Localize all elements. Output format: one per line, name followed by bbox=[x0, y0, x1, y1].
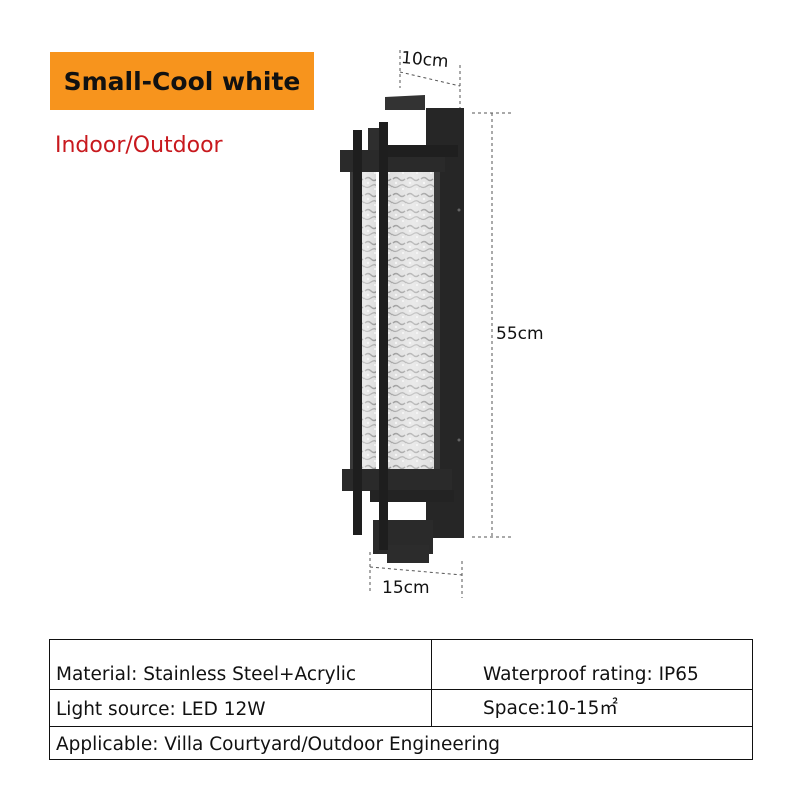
variant-badge: Small-Cool white bbox=[50, 52, 314, 110]
spec-row: Applicable: Villa Courtyard/Outdoor Engi… bbox=[50, 727, 752, 760]
variant-label: Small-Cool white bbox=[63, 66, 301, 96]
spec-light-source: Light source: LED 12W bbox=[50, 690, 432, 726]
height-dimension-label: 55cm bbox=[496, 324, 544, 344]
spec-row: Light source: LED 12W Space:10-15㎡ bbox=[50, 690, 752, 727]
spec-space: Space:10-15㎡ bbox=[483, 698, 618, 719]
spec-applicable: Applicable: Villa Courtyard/Outdoor Engi… bbox=[56, 734, 500, 755]
depth-dimension-label: 10cm bbox=[400, 48, 450, 73]
dimension-lines bbox=[369, 50, 512, 598]
spec-waterproof: Waterproof rating: IP65 bbox=[483, 664, 699, 685]
width-dimension-label: 15cm bbox=[382, 578, 430, 598]
lamp-body bbox=[340, 95, 464, 563]
spec-material: Material: Stainless Steel+Acrylic bbox=[50, 640, 432, 689]
spec-row: Material: Stainless Steel+Acrylic Waterp… bbox=[50, 640, 752, 690]
usage-label: Indoor/Outdoor bbox=[55, 133, 223, 158]
spec-table: Material: Stainless Steel+Acrylic Waterp… bbox=[49, 639, 753, 760]
